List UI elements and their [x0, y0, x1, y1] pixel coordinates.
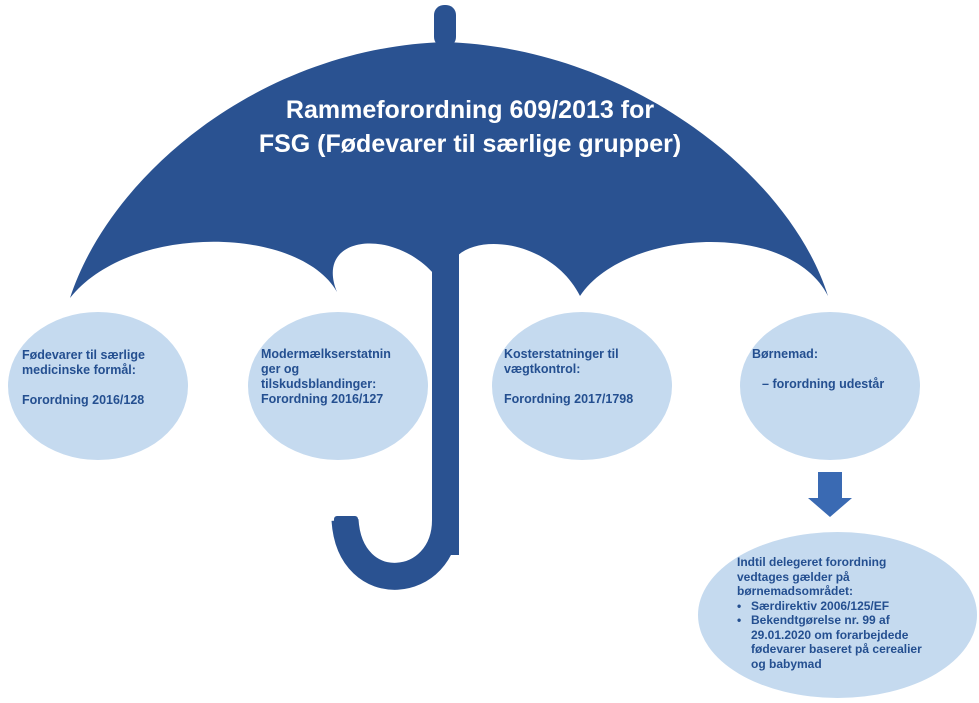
bullet-icon: • [737, 598, 742, 613]
group-text-medical-foods: Fødevarer til særlige medicinske formål:… [22, 348, 145, 408]
group-label-line: Modermælkserstatnin [261, 347, 391, 361]
group-oval-baby-food [740, 312, 920, 460]
group-label-line: medicinske formål: [22, 363, 136, 377]
title-line-1: Rammeforordning 609/2013 for [285, 96, 655, 124]
umbrella-canopy [70, 42, 828, 300]
bullet-icon: • [737, 613, 742, 627]
group-text-weight-control: Kosterstatninger til vægtkontrol: Forord… [504, 347, 633, 407]
note-bullet-list: • Særdirektiv 2006/125/EF • Bekendtgørel… [737, 599, 947, 672]
note-bullet-item: • Bekendtgørelse nr. 99 af 29.01.2020 om… [737, 613, 947, 671]
umbrella-tip [434, 5, 456, 47]
group-oval-weight-control [492, 312, 672, 460]
group-regulation: forordning udestår [772, 377, 885, 391]
interim-rules-text: Indtil delegeret forordning vedtages gæl… [737, 555, 947, 671]
note-bullet-line: fødevarer baseret på cerealier [751, 642, 922, 656]
note-bullet-item: • Særdirektiv 2006/125/EF [737, 599, 947, 614]
note-bullet-line: Særdirektiv 2006/125/EF [751, 598, 890, 613]
group-text-baby-food: Børnemad: – forordning udestår [752, 347, 884, 392]
note-bullet-line: 29.01.2020 om forarbejdede [751, 627, 909, 642]
interim-rules-oval [698, 532, 977, 698]
down-arrow-icon [808, 472, 852, 517]
group-regulation-line: – forordning udestår [752, 377, 884, 392]
group-label-line: tilskudsblandinger: [261, 377, 377, 391]
group-label-line: Kosterstatninger til [504, 347, 619, 361]
umbrella-handle [331, 518, 459, 590]
group-label-line: Børnemad: [752, 347, 818, 361]
umbrella-shaft [432, 210, 459, 555]
group-text-infant-formula: Modermælkserstatnin ger og tilskudsbland… [261, 347, 391, 407]
note-intro-line: vedtages gælder på [737, 569, 850, 584]
note-bullet-line: Bekendtgørelse nr. 99 af [751, 613, 890, 627]
group-oval-medical-foods [8, 312, 188, 460]
group-label-line: vægtkontrol: [504, 362, 581, 376]
dash-mark: – [762, 377, 769, 391]
group-label-line: Fødevarer til særlige [22, 348, 145, 362]
note-bullet-line: og babymad [751, 656, 822, 671]
group-regulation: Forordning 2016/128 [22, 393, 145, 407]
note-intro-line: Indtil delegeret forordning [737, 555, 887, 569]
umbrella-handle-end [334, 516, 358, 532]
group-regulation: Forordning 2017/1798 [504, 392, 634, 406]
group-label-line: ger og [261, 362, 300, 376]
framework-regulation-title: Rammeforordning 609/2013 for FSG (Fødeva… [190, 93, 750, 161]
note-intro-line: børnemadsområdet: [737, 584, 854, 598]
group-oval-infant-formula [248, 312, 428, 460]
title-line-2: FSG (Fødevarer til særlige grupper) [258, 130, 682, 158]
group-regulation: Forordning 2016/127 [261, 392, 384, 406]
